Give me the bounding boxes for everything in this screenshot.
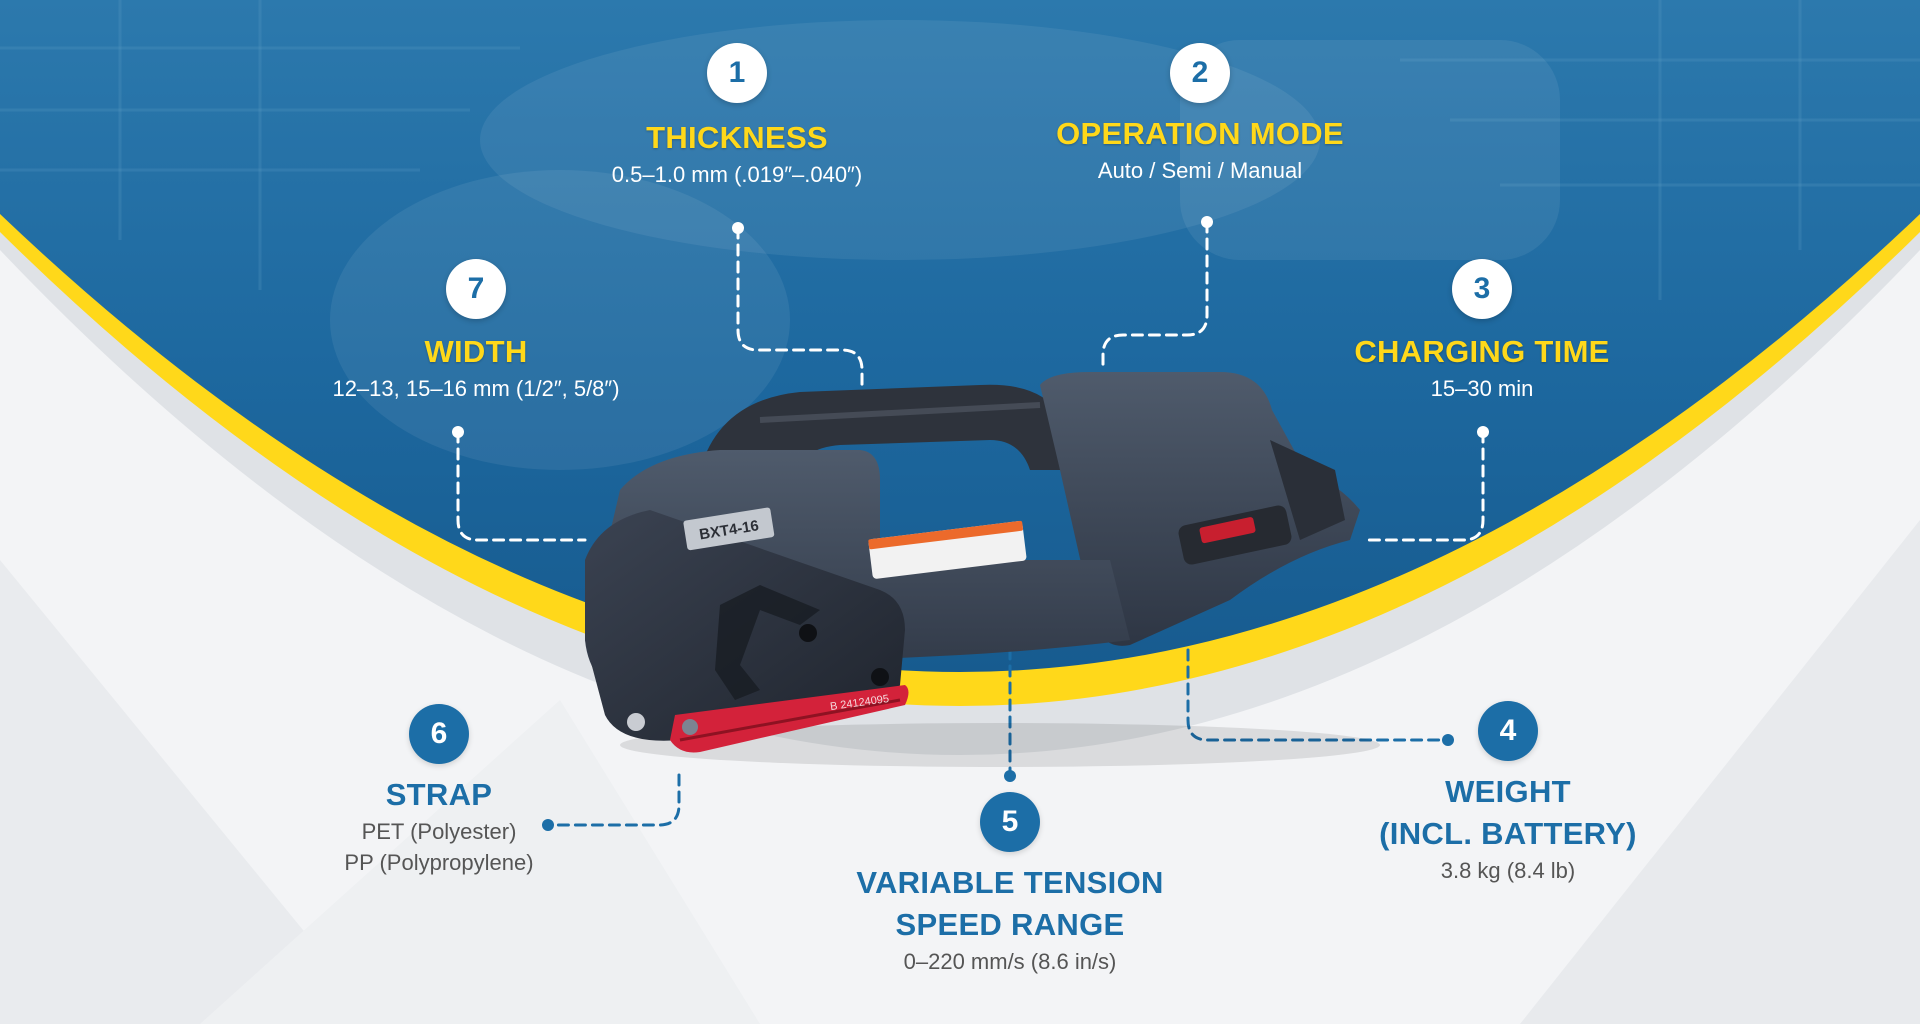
spec-title: THICKNESS	[646, 120, 828, 155]
spec-value: 0.5–1.0 mm (.019″–.040″)	[611, 162, 863, 187]
spec-title: STRAP	[385, 777, 493, 812]
spec-title: (INCL. BATTERY)	[1379, 816, 1637, 851]
tool-battery-housing	[1040, 372, 1360, 646]
spec-weight: 4 WEIGHT (INCL. BATTERY) 3.8 kg (8.4 lb)	[1208, 701, 1808, 886]
spec-number-badge: 4	[1478, 701, 1538, 761]
connector-thickness	[736, 226, 864, 392]
connector-weight	[1186, 648, 1450, 742]
spec-value: 15–30 min	[1430, 376, 1534, 401]
background-facets	[0, 520, 1920, 1024]
spec-title: WEIGHT	[1445, 774, 1571, 809]
blue-bowl	[0, 0, 1920, 672]
spec-title: OPERATION MODE	[1056, 116, 1344, 151]
connector-lines	[456, 220, 1485, 827]
connector-width	[456, 430, 587, 542]
connector-operation-mode	[1101, 220, 1209, 372]
spec-value: PP (Polypropylene)	[344, 850, 534, 875]
spec-title: VARIABLE TENSION	[856, 865, 1164, 900]
spec-tension-speed: 5 VARIABLE TENSION SPEED RANGE 0–220 mm/…	[710, 792, 1310, 977]
spec-title: SPEED RANGE	[895, 907, 1125, 942]
spec-number-badge: 2	[1170, 43, 1230, 103]
model-label-plate	[683, 507, 775, 551]
spec-value: 3.8 kg (8.4 lb)	[1440, 858, 1576, 883]
spec-charging-time: 3 CHARGING TIME 15–30 min	[1182, 259, 1782, 404]
connector-dots	[452, 216, 1489, 831]
spec-operation-mode: 2 OPERATION MODE Auto / Semi / Manual	[900, 43, 1500, 186]
ghost-tool-silhouette	[330, 20, 1560, 470]
spec-value: 12–13, 15–16 mm (1/2″, 5/8″)	[332, 376, 620, 401]
warehouse-texture	[0, 0, 1920, 300]
strapping-tool: BXT4-16 B 24124095	[585, 372, 1380, 767]
spec-title: WIDTH	[424, 334, 528, 369]
spec-value: Auto / Semi / Manual	[1097, 158, 1303, 183]
spec-number-badge: 1	[707, 43, 767, 103]
spec-thickness: 1 THICKNESS 0.5–1.0 mm (.019″–.040″)	[437, 43, 1037, 190]
spec-number-badge: 7	[446, 259, 506, 319]
spec-value: PET (Polyester)	[361, 819, 517, 844]
connector-charging-time	[1363, 430, 1485, 542]
spec-number-badge: 3	[1452, 259, 1512, 319]
spec-strap: 6 STRAP PET (Polyester) PP (Polypropylen…	[139, 704, 739, 878]
spec-width: 7 WIDTH 12–13, 15–16 mm (1/2″, 5/8″)	[176, 259, 776, 404]
connector-strap	[546, 773, 681, 827]
spec-number-badge: 5	[980, 792, 1040, 852]
spec-title: CHARGING TIME	[1354, 334, 1610, 369]
spec-number-badge: 6	[409, 704, 469, 764]
spec-value: 0–220 mm/s (8.6 in/s)	[903, 949, 1117, 974]
